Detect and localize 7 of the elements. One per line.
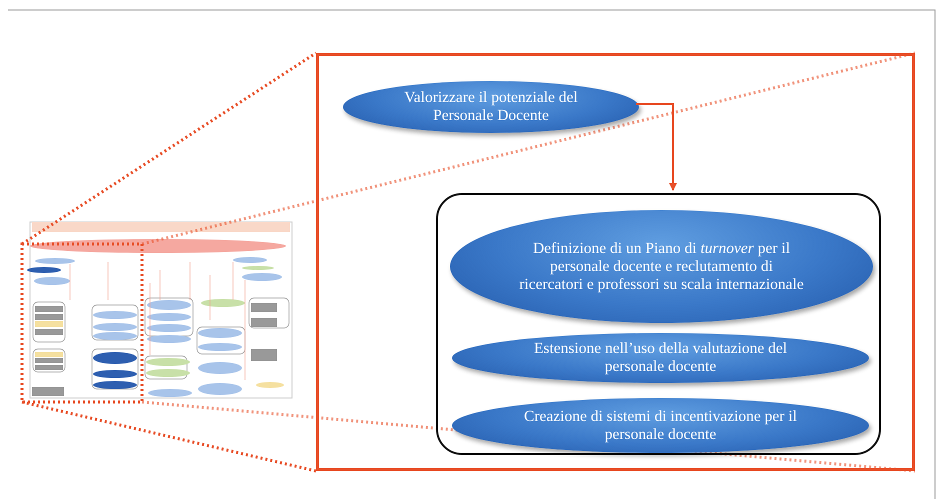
goal-text: Creazione di sistemi di incentivazione per il personale docente xyxy=(523,408,798,444)
goal-text: Valorizzare il potenziale del Personale Docente xyxy=(403,89,579,125)
goal-text: Definizione di un Piano di turnover per il personale docente e reclutamento di ricercatori e professori su scala internazionale xyxy=(518,240,805,294)
zoom-panel xyxy=(316,53,915,471)
goal-text: Estensione nell’uso della valutazione del personale docente xyxy=(532,340,788,376)
group-box xyxy=(436,193,881,455)
arrow xyxy=(636,103,677,191)
